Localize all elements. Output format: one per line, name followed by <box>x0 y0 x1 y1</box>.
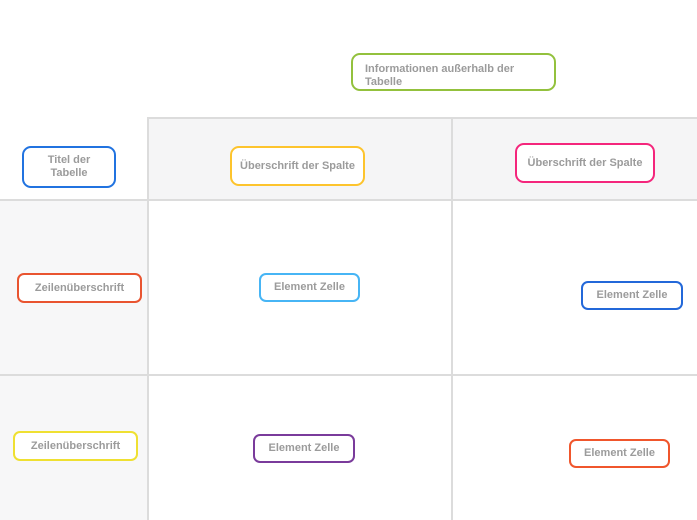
column-header-label-2: Überschrift der Spalte <box>515 143 655 183</box>
row-header-label-2: Zeilenüberschrift <box>13 431 138 461</box>
header-row-bottom-border <box>0 199 697 201</box>
cell-label-row1-col1: Element Zelle <box>259 273 360 302</box>
table-top-border <box>148 117 697 119</box>
cell-label-row2-col2: Element Zelle <box>569 439 670 468</box>
cell-label-row2-col1: Element Zelle <box>253 434 355 463</box>
column-header-label-1: Überschrift der Spalte <box>230 146 365 186</box>
first-row-bottom-border <box>0 374 697 376</box>
cell-label-row1-col2: Element Zelle <box>581 281 683 310</box>
row-header-column-right-border <box>147 117 149 520</box>
table-title-label: Titel der Tabelle <box>22 146 116 188</box>
row-header-label-1: Zeilenüberschrift <box>17 273 142 303</box>
outside-table-annotation: Informationen außerhalb der Tabelle <box>351 53 556 91</box>
row-header-column-background <box>0 201 147 520</box>
first-column-right-border <box>451 117 453 520</box>
